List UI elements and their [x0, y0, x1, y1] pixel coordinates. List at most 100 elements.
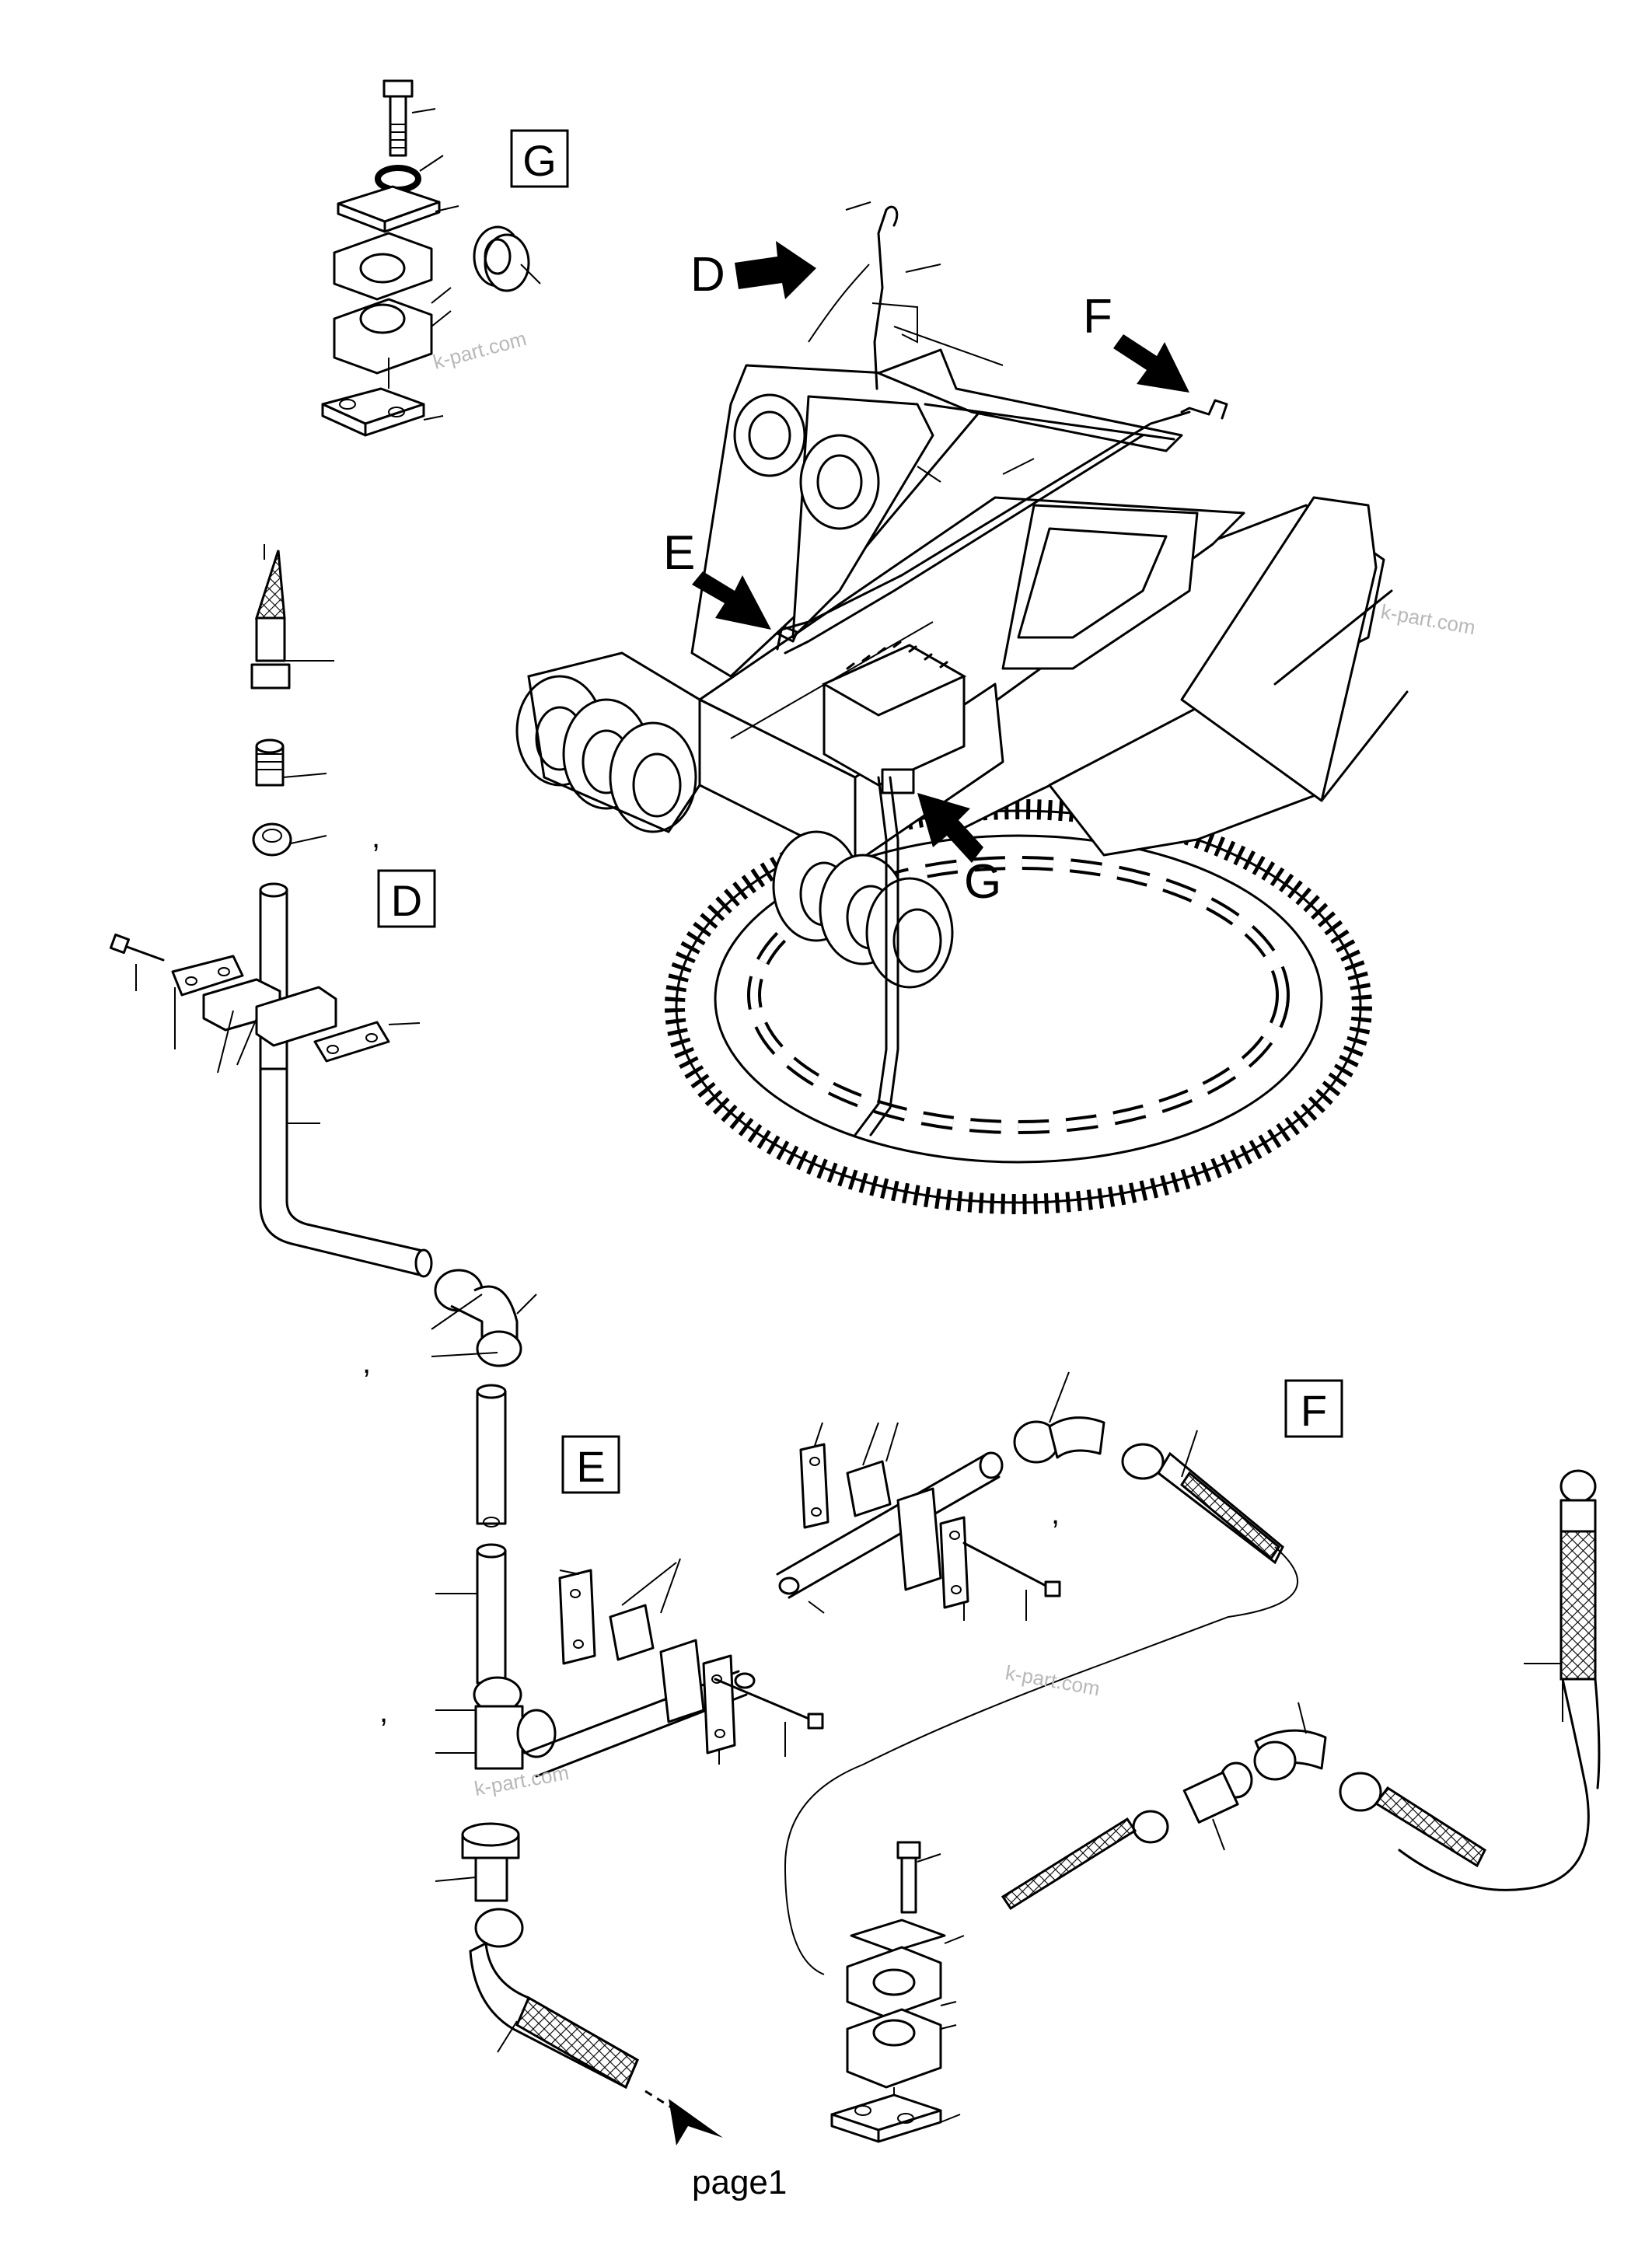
e-plate-2 [702, 1654, 736, 1754]
d-plate-hole [218, 967, 230, 976]
d-pipe-bend [259, 1067, 421, 1276]
d-adapter-top [255, 738, 285, 754]
leader [282, 773, 327, 778]
g-grommet-hole [484, 238, 512, 275]
leader [419, 155, 444, 172]
f-hose-nut [1121, 1443, 1165, 1480]
f-plate-hole [809, 1457, 820, 1466]
block-top [821, 644, 967, 717]
f-pipe-2 [788, 1475, 1001, 1599]
e-pipe-1 [476, 1390, 507, 1525]
ring-teeth [665, 799, 1372, 1214]
leader [885, 1422, 899, 1462]
g-bolt-shank [389, 95, 407, 157]
e-pipe-1-bottom [483, 1517, 500, 1528]
leader [431, 287, 452, 304]
d-plate-hole [185, 976, 197, 986]
d-pipe-bend-2 [285, 1067, 428, 1253]
e-plate-hole [714, 1729, 725, 1738]
f-hose-right-curve-2 [1594, 1678, 1601, 1789]
f-plate-2 [939, 1516, 969, 1609]
f-bolt-head [1044, 1580, 1061, 1597]
callout-arrow-g: G [917, 793, 1001, 909]
leader [944, 1935, 965, 1944]
e-hose-mesh [515, 1995, 639, 2090]
leader [808, 1601, 825, 1614]
f-clamp-lower [846, 2008, 942, 2089]
d-pipe-end [259, 882, 288, 898]
sheave-inner [632, 752, 682, 818]
f-clamp-lower-bore [872, 2019, 916, 2047]
f-clamp-half-2 [896, 1487, 942, 1591]
e-plate-hole [711, 1674, 722, 1684]
f-pipe-end-2 [979, 1451, 1004, 1479]
g-clamp-lower-bore [359, 303, 406, 334]
f-hose-mesh [1180, 1471, 1280, 1561]
arrow-label-d: D [690, 248, 725, 302]
detail-d-box [377, 869, 436, 928]
sheave-group-left [515, 651, 701, 833]
detail-f-box [1284, 1379, 1343, 1438]
e-hose-nut [474, 1908, 524, 1948]
f-nipple-body [1182, 1771, 1239, 1824]
leader [236, 1018, 257, 1066]
g-bolt-thread [390, 124, 406, 148]
boom-end [1180, 496, 1378, 802]
leader [559, 1569, 580, 1575]
e-plate-hole [573, 1639, 584, 1649]
line-bend [871, 302, 918, 344]
arrow-d-shape [735, 241, 816, 299]
mast [690, 326, 1183, 678]
f-hose-nut-right [1559, 1469, 1597, 1503]
sheave-frame [527, 651, 701, 833]
f-hose-nut-3 [1132, 1810, 1169, 1844]
f-plate-hole [811, 1507, 822, 1517]
d-elbow-body [450, 1285, 519, 1346]
e-bolt [714, 1678, 818, 1723]
leader [1181, 1430, 1198, 1478]
ring-inner [714, 834, 1323, 1164]
arrow-g-shape [917, 793, 983, 863]
detail-f: F , [776, 1371, 1601, 2143]
leader [893, 326, 1004, 366]
f-base-hole [897, 2113, 914, 2124]
g-bolt-head [382, 79, 414, 98]
f-hose-mesh-3 [1001, 1817, 1137, 1911]
detail-d-label: D [391, 876, 422, 925]
d-bolt-head [109, 933, 131, 955]
arrow-label-g: G [964, 855, 1001, 909]
d-pipe-end-2 [414, 1248, 433, 1278]
leader [917, 466, 941, 483]
lube-lines [776, 201, 1228, 1136]
detail-e-label: E [576, 1442, 605, 1491]
leader [940, 2024, 957, 2030]
arrow-e-shape [692, 571, 771, 630]
f-plate-hole [949, 1531, 960, 1540]
mast-pin-1-inner [748, 410, 791, 460]
comma-d2: , [362, 1346, 371, 1380]
g-grommet-back [484, 233, 530, 292]
callout-arrow-d: D [690, 241, 816, 302]
sheave [865, 877, 954, 989]
frame-opening [1001, 504, 1199, 670]
e-pipe-1-top [476, 1384, 507, 1399]
detail-g-label: G [522, 136, 557, 185]
f-plate-hole [951, 1585, 962, 1594]
detail-g-box [510, 129, 569, 188]
d-nut [252, 822, 292, 857]
frame-opening-inner [1017, 527, 1168, 639]
d-hose-nut [250, 663, 291, 690]
leader [217, 1010, 234, 1074]
leader [660, 1558, 681, 1614]
leader [497, 2020, 518, 2053]
e-pipe-2 [476, 1549, 507, 1685]
d-clamp-half-2 [255, 986, 337, 1047]
d-elbow-nut-2 [476, 1330, 522, 1367]
arrow-f-shape [1113, 334, 1189, 393]
mast-top-link [877, 348, 1183, 452]
e-tee-body [474, 1705, 524, 1770]
line-to-d [873, 205, 899, 390]
f-base-hole [854, 2105, 871, 2116]
